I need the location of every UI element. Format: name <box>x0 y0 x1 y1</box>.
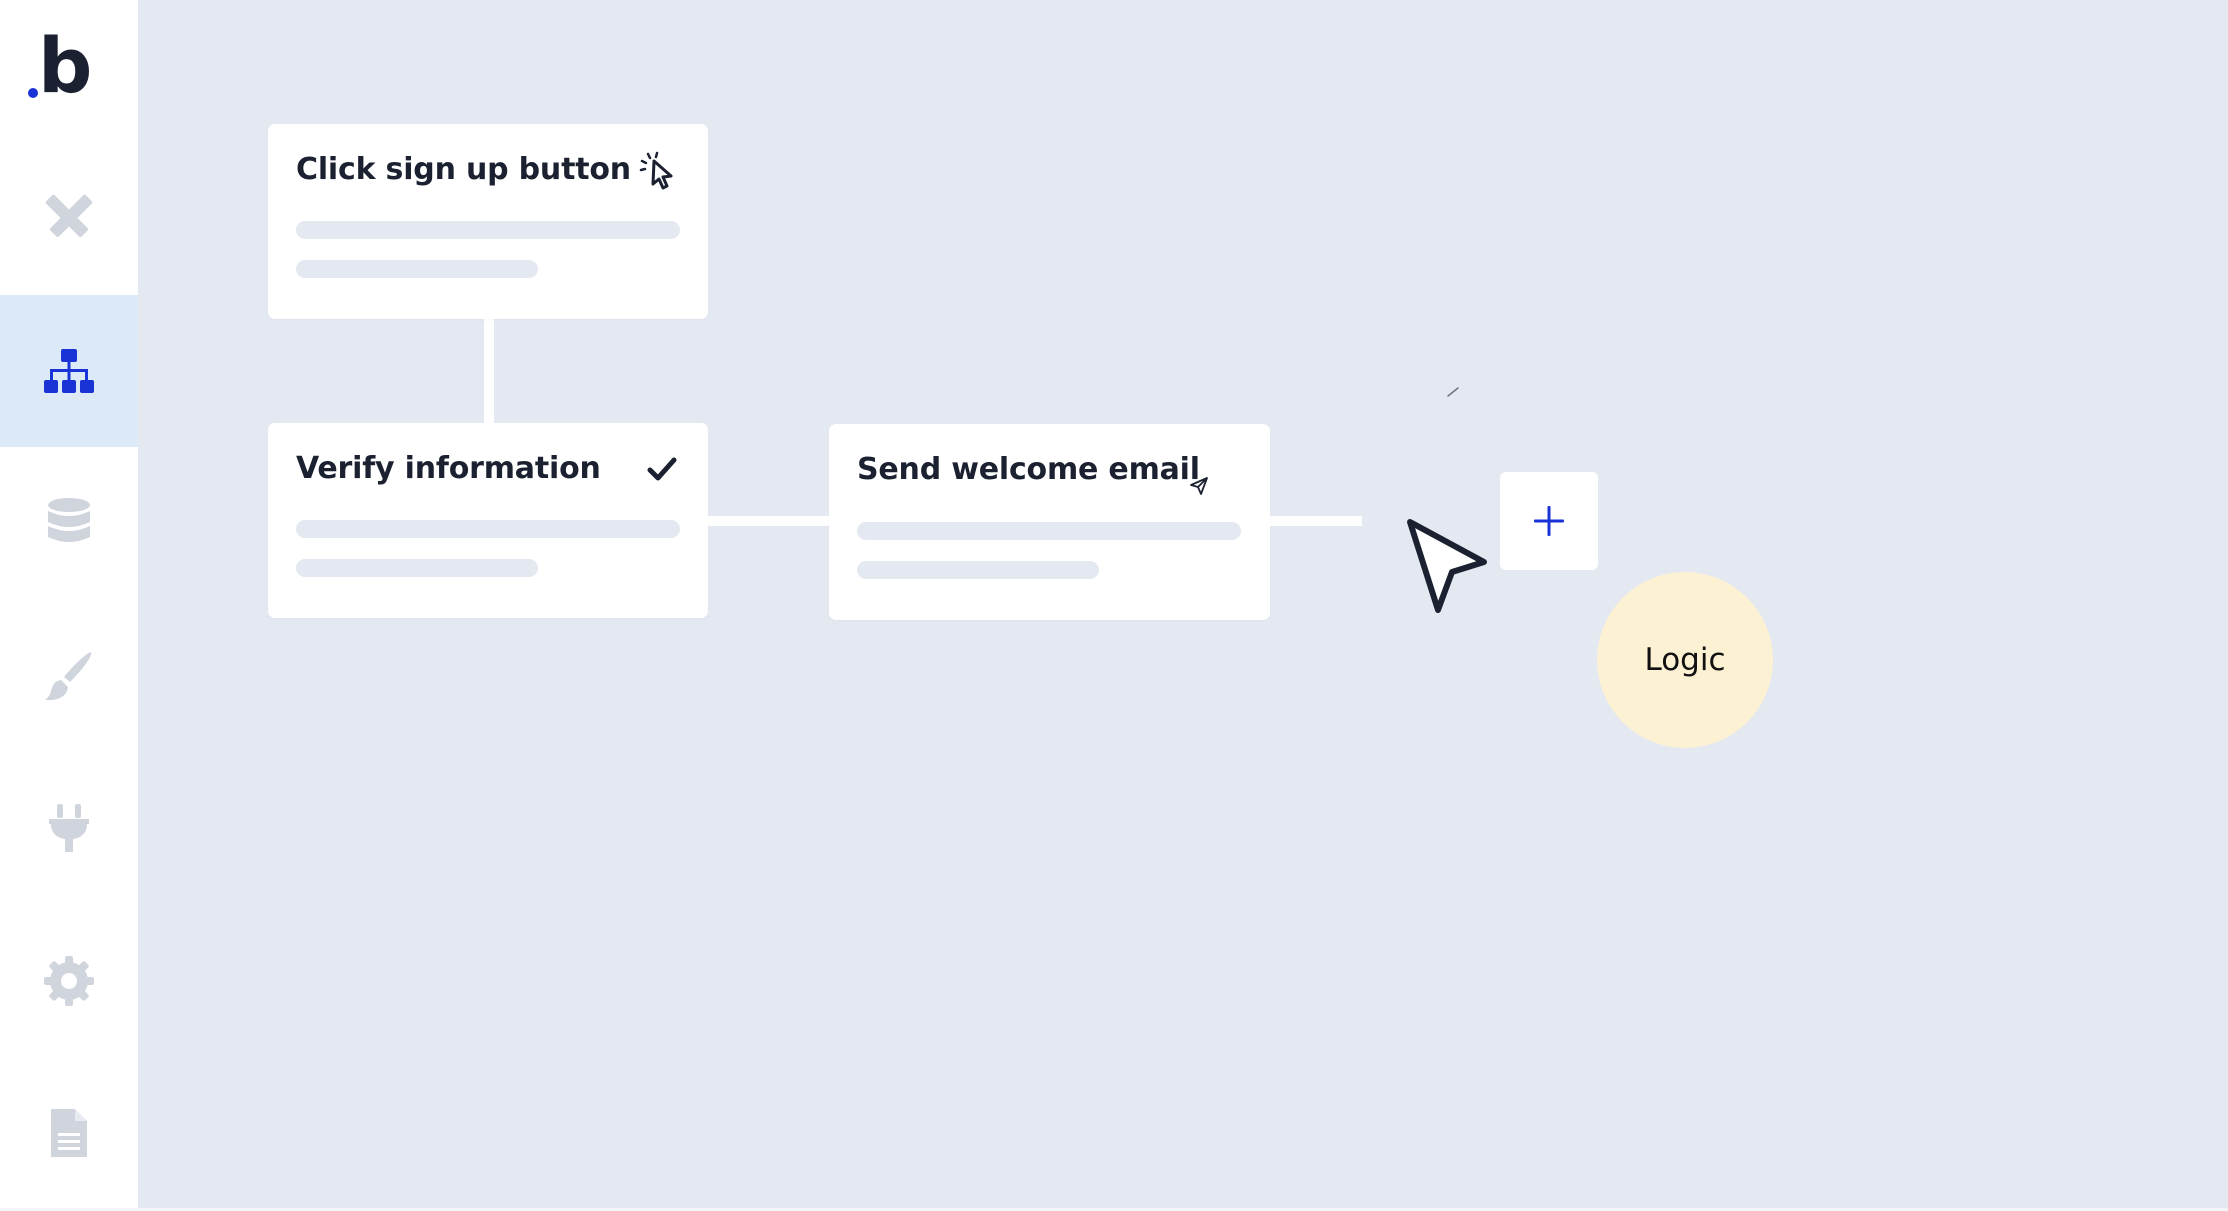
placeholder-line <box>857 522 1241 540</box>
sidebar-item-data[interactable] <box>0 447 138 599</box>
workflow-step-card[interactable]: Click sign up button <box>268 124 708 319</box>
mouse-pointer-icon <box>1407 519 1487 613</box>
step-title: Click sign up button <box>296 152 631 187</box>
pencil-ruler-icon <box>45 194 93 237</box>
sidebar: b <box>0 0 138 1208</box>
paper-plane-icon <box>1190 477 1208 495</box>
step-title: Send welcome email <box>857 452 1200 487</box>
document-icon <box>51 1109 87 1157</box>
add-step-button[interactable] <box>1500 472 1598 570</box>
sitemap-icon <box>44 349 94 393</box>
placeholder-line <box>296 520 680 538</box>
placeholder-line <box>857 561 1099 579</box>
app-logo: b <box>28 26 92 106</box>
plus-icon <box>1534 506 1564 536</box>
workflow-step-card[interactable]: Verify information <box>268 423 708 618</box>
svg-text:b: b <box>38 26 92 106</box>
pen-stroke-mark <box>1447 387 1459 397</box>
connector-email-to-add <box>1270 516 1362 526</box>
sidebar-item-settings[interactable] <box>0 905 138 1057</box>
placeholder-line <box>296 260 538 278</box>
workflow-step-card[interactable]: Send welcome email <box>829 424 1270 620</box>
database-icon <box>48 498 90 542</box>
sidebar-item-styles[interactable] <box>0 600 138 752</box>
sidebar-item-logs[interactable] <box>0 1057 138 1209</box>
plug-icon <box>49 804 89 852</box>
connector-verify-to-email <box>707 516 829 526</box>
sidebar-item-workflow[interactable] <box>0 295 138 447</box>
logic-badge: Logic <box>1597 572 1773 748</box>
checkmark-icon <box>647 457 677 481</box>
connector-vertical <box>484 319 494 425</box>
gear-icon <box>44 956 94 1006</box>
bottom-edge <box>0 1208 2228 1211</box>
sidebar-item-design[interactable] <box>0 142 138 294</box>
placeholder-line <box>296 559 538 577</box>
sidebar-item-plugins[interactable] <box>0 752 138 904</box>
click-cursor-icon <box>639 151 673 190</box>
workflow-canvas[interactable]: Click sign up button Verify information … <box>138 0 2228 1208</box>
step-title: Verify information <box>296 451 601 486</box>
paintbrush-icon <box>45 652 92 701</box>
placeholder-line <box>296 221 680 239</box>
